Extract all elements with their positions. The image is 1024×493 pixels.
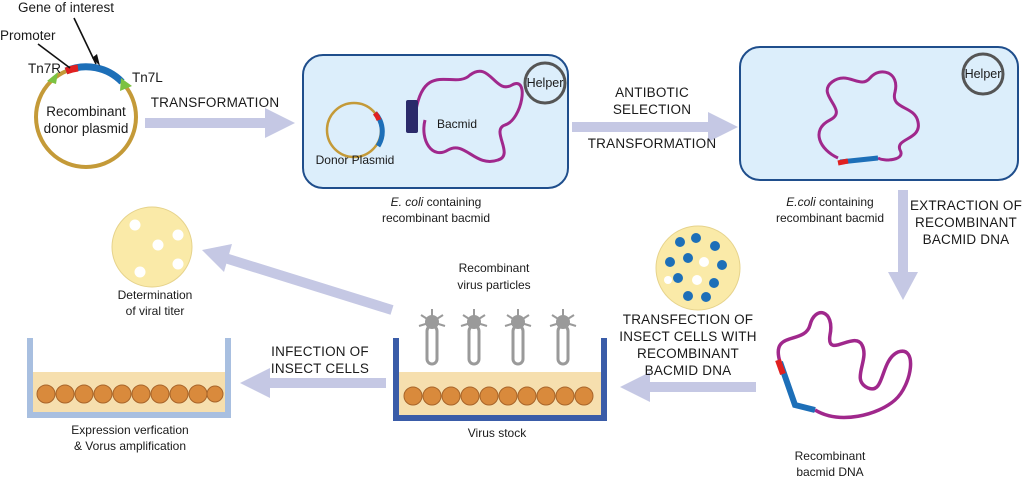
bacmid-dna-caption-line1: Recombinant (795, 449, 866, 463)
ecoli-box-1: Donor Plasmid Bacmid Helper (302, 54, 569, 189)
bacmid-2-promoter (837, 158, 849, 166)
bacmid-block (406, 100, 418, 133)
recombinant-donor-plasmid: Gene of interest Promoter Tn7R Tn7L Reco… (0, 0, 163, 169)
plasmid-name-line2: donor plasmid (44, 121, 129, 136)
helper-ring-2 (961, 52, 1005, 96)
virus-particle (418, 309, 446, 366)
step-transformation-1: TRANSFORMATION (151, 95, 280, 110)
expression-caption-line2: & Vorus amplification (74, 439, 186, 453)
transfection-plate (655, 225, 741, 311)
donor-plasmid-label: Donor Plasmid (316, 153, 395, 167)
bacmid-dna-insert (777, 361, 816, 413)
step-infection-line1: INFECTION OF (271, 344, 369, 359)
recombinant-bacmid-dna (775, 310, 913, 420)
virus-particle (504, 309, 532, 366)
expression-dish (27, 338, 231, 418)
tn7r-marker (47, 72, 58, 84)
virus-particle (549, 309, 577, 366)
ecoli-2-caption-line1: E.coli containing (786, 195, 873, 209)
arrow-antibiotic-selection (572, 112, 738, 142)
step-transfection-line1: TRANSFECTION OF (623, 312, 754, 327)
arrow-extraction (888, 190, 918, 300)
titer-plate-dish (111, 206, 193, 288)
virus-dish-cells (403, 386, 594, 406)
virus-stock-caption: Virus stock (468, 426, 527, 440)
virus-particles-label-line1: Recombinant (459, 261, 530, 275)
step-antibiotic-line2: SELECTION (613, 102, 691, 117)
gene-of-interest-label: Gene of interest (18, 0, 114, 15)
bacmid-strand-1 (414, 69, 524, 163)
step-antibiotic-line1: ANTIBOTIC (615, 85, 689, 100)
virus-particle (460, 309, 488, 366)
virus-particles-label-line2: virus particles (457, 278, 530, 292)
gene-pointer-head (92, 54, 100, 66)
ecoli-1-caption-rest: containing (423, 195, 481, 209)
tn7r-label: Tn7R (28, 61, 61, 76)
virus-dish-wall (393, 338, 607, 421)
promoter-label: Promoter (0, 28, 56, 43)
titer-plate (111, 206, 193, 288)
step-transfection-line2: INSECT CELLS WITH (619, 329, 756, 344)
bacmid-dna-promoter (775, 358, 786, 376)
plasmid-name-line1: Recombinant (46, 104, 126, 119)
donor-plasmid-promoter (372, 111, 382, 121)
virus-particles (418, 309, 577, 366)
step-extraction-line3: BACMID DNA (923, 232, 1010, 247)
bacmid-label: Bacmid (437, 117, 477, 131)
bacmid-dna-strand (776, 310, 913, 420)
bacmid-strand-2 (817, 70, 920, 162)
expression-dish-cells (36, 384, 224, 404)
ecoli-1-caption-line2: recombinant bacmid (382, 211, 490, 225)
helper-label-1: Helper (527, 76, 564, 90)
titer-caption-line1: Determination (118, 288, 193, 302)
arrow-transformation-1 (145, 108, 295, 138)
virus-stock-dish (393, 338, 607, 421)
ecoli-cell-1 (302, 54, 569, 189)
promoter-pointer (37, 43, 71, 69)
step-transfection-line4: BACMID DNA (645, 363, 732, 378)
tn7l-label: Tn7L (132, 70, 163, 85)
arrow-to-titer (202, 244, 394, 315)
ecoli-box-2: Helper (739, 46, 1019, 181)
ecoli-2-caption-italic: E.coli (786, 195, 816, 209)
step-transfection-line3: RECOMBINANT (637, 346, 739, 361)
ecoli-2-caption-rest: containing (816, 195, 874, 209)
helper-ring-1 (523, 61, 567, 105)
step-transformation-2: TRANSFORMATION (588, 136, 717, 151)
promoter-segment (64, 64, 79, 75)
ecoli-cell-2 (739, 46, 1019, 181)
helper-label-2: Helper (965, 67, 1002, 81)
arrow-infection (240, 368, 386, 398)
gene-pointer (73, 17, 97, 65)
arrow-transfection (620, 372, 756, 402)
tn7l-marker (120, 78, 132, 91)
step-infection-line2: INSECT CELLS (271, 361, 369, 376)
step-extraction-line2: RECOMBINANT (915, 215, 1017, 230)
ecoli-1-caption-italic: E. coli (391, 195, 424, 209)
ecoli-2-caption-line2: recombinant bacmid (776, 211, 884, 225)
step-extraction-line1: EXTRACTION OF (910, 198, 1022, 213)
expression-caption-line1: Expression verfication (71, 423, 188, 437)
bacmid-dna-caption-line2: bacmid DNA (796, 465, 863, 479)
expression-dish-wall (27, 338, 231, 418)
ecoli-1-caption-line1: E. coli containing (391, 195, 482, 209)
titer-caption-line2: of viral titer (126, 304, 185, 318)
